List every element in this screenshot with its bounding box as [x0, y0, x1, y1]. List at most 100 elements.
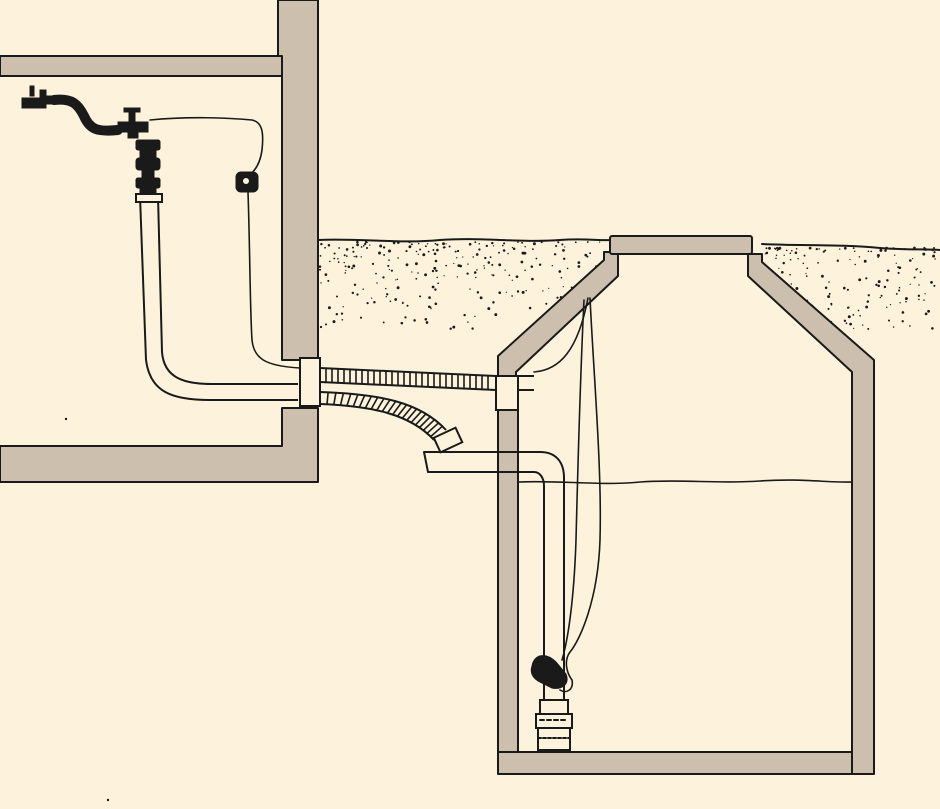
soil-dot — [538, 263, 542, 266]
soil-dot — [433, 266, 437, 270]
soil-dot — [415, 250, 418, 253]
soil-dot — [436, 243, 439, 246]
soil-dot — [884, 249, 887, 252]
soil-dot — [318, 265, 322, 268]
soil-dot — [778, 246, 782, 250]
soil-dot — [918, 298, 920, 301]
soil-dot — [396, 278, 399, 281]
soil-dot — [913, 246, 916, 250]
soil-dot — [511, 279, 513, 281]
outlet-pipe-flange — [135, 193, 163, 203]
soil-dot — [898, 286, 901, 289]
hose-rib — [370, 396, 379, 410]
soil-dot — [836, 259, 839, 262]
soil-dot — [905, 300, 907, 303]
soil-dot — [498, 291, 501, 294]
hose-rib — [401, 405, 413, 420]
soil-dot — [919, 271, 922, 274]
soil-dot — [899, 302, 901, 304]
cistern-floor — [497, 751, 853, 775]
soil-dot — [343, 261, 345, 264]
soil-dot — [854, 263, 856, 266]
soil-dot — [901, 311, 905, 314]
soil-dot — [876, 254, 880, 257]
suction-pump — [135, 139, 161, 195]
soil-dot — [877, 256, 879, 259]
soil-dot — [388, 268, 391, 271]
soil-dot — [542, 290, 544, 292]
soil-dot — [471, 327, 474, 330]
soil-dot — [457, 249, 460, 253]
soil-dot — [408, 245, 412, 249]
soil-dot — [431, 285, 435, 289]
soil-dot — [931, 327, 934, 330]
soil-dot — [337, 257, 339, 260]
lower-floor-slab — [0, 407, 319, 483]
flexible-hose — [319, 367, 497, 391]
soil-dot — [476, 291, 480, 294]
soil-dot — [397, 241, 400, 244]
soil-dot — [344, 272, 347, 274]
float-cable — [559, 297, 602, 693]
soil-dot — [356, 240, 359, 244]
soil-dot — [863, 259, 867, 263]
soil-dot — [853, 327, 855, 330]
soil-dot — [577, 265, 581, 268]
outlet-pipe-inner — [157, 195, 298, 385]
soil-dot — [528, 306, 532, 310]
soil-dot — [359, 316, 363, 319]
soil-dot — [927, 309, 930, 313]
soil-dot — [870, 250, 873, 253]
soil-dot — [405, 263, 409, 267]
soil-dot — [817, 262, 819, 264]
soil-dot — [853, 250, 856, 252]
soil-dot — [390, 269, 393, 272]
soil-dot — [566, 267, 569, 270]
soil-dot — [924, 312, 928, 316]
soil-dot — [469, 288, 471, 290]
soil-dot — [865, 277, 868, 280]
soil-dot — [401, 302, 404, 305]
soil-dot — [408, 241, 411, 244]
soil-dot — [485, 244, 489, 248]
soil-dot — [347, 265, 351, 269]
soil-dot — [389, 300, 392, 303]
soil-dot — [491, 274, 493, 276]
soil-dot — [360, 246, 363, 248]
soil-dot — [524, 269, 526, 272]
soil-dot — [561, 243, 564, 246]
soil-dot — [815, 247, 818, 251]
soil-dot — [560, 276, 563, 279]
soil-dot — [324, 323, 328, 326]
soil-dot — [329, 260, 331, 263]
soil-dot — [880, 294, 883, 297]
soil-dot — [442, 246, 445, 249]
soil-dot — [436, 276, 438, 279]
soil-dot — [356, 293, 359, 296]
soil-dot — [475, 253, 479, 256]
soil-dot — [419, 248, 422, 251]
soil-dot — [577, 261, 581, 264]
soil-dot — [454, 250, 457, 253]
pipe-coupling — [432, 426, 464, 454]
soil-dot — [764, 253, 766, 255]
soil-dot — [392, 241, 396, 245]
soil-dot — [453, 262, 455, 265]
soil-dot — [886, 279, 889, 282]
hose-rib — [405, 408, 418, 422]
soil-dot — [875, 283, 878, 286]
hose-rib — [358, 394, 366, 409]
soil-dot — [378, 251, 381, 255]
soil-dot — [498, 263, 502, 267]
soil-dot — [545, 302, 548, 305]
soil-dot — [332, 320, 336, 324]
soil-dot — [524, 245, 526, 248]
soil-dot — [933, 284, 936, 287]
soil-dot — [827, 307, 830, 310]
control-hose — [149, 116, 264, 177]
soil-dot — [847, 315, 851, 319]
soil-dot — [830, 303, 833, 306]
soil-dot — [531, 248, 534, 251]
soil-dot — [456, 257, 458, 259]
soil-dot — [508, 274, 511, 277]
